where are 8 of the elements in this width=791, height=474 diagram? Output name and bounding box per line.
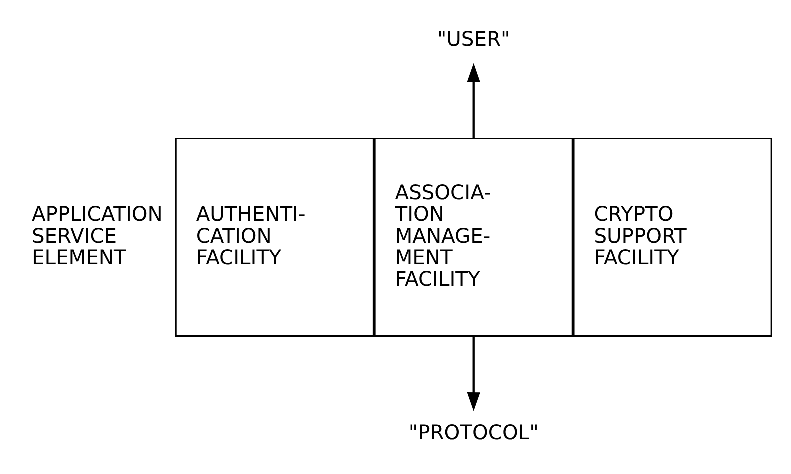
node-box: CRYPTO SUPPORT FACILITY [572, 138, 772, 336]
node-text: "USER" [436, 26, 510, 51]
node-text: "PROTOCOL" [408, 420, 538, 444]
label: APPLICATION SERVICE ELEMENT [31, 202, 162, 269]
node-box: ASSOCIA- TION MANAGE- MENT FACILITY [374, 138, 573, 336]
arrow [466, 336, 480, 411]
node-box: AUTHENTI- CATION FACILITY [174, 138, 374, 336]
arrow [466, 62, 480, 138]
